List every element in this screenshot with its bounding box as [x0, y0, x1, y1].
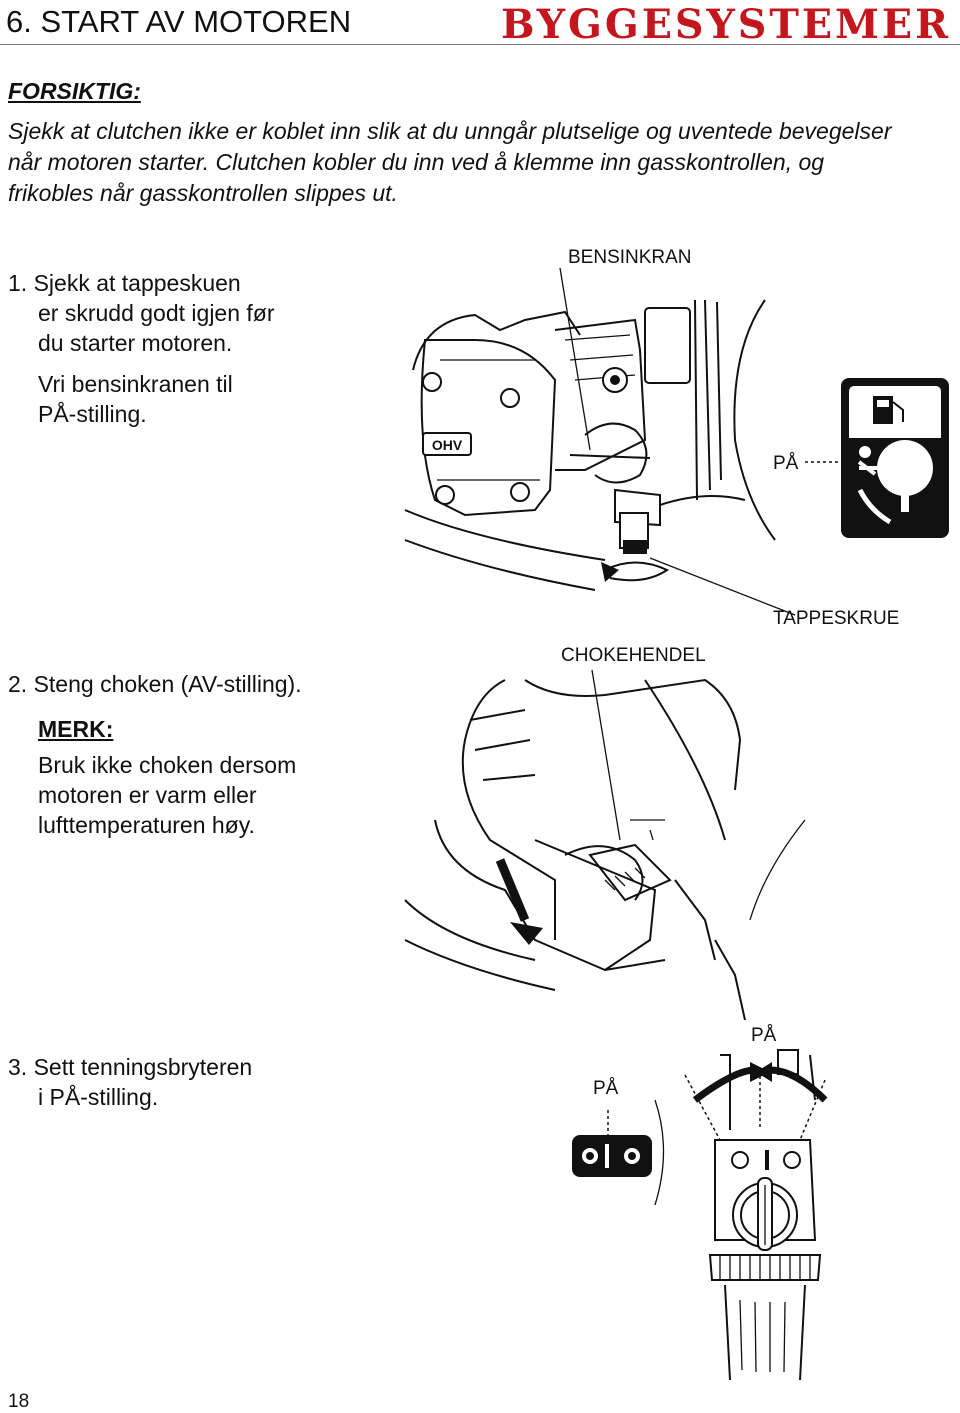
header-rule	[0, 44, 960, 45]
label-fuel-valve: BENSINKRAN	[568, 247, 692, 268]
choke-lever-illustration	[404, 669, 806, 1021]
label-on-top: PÅ	[751, 1025, 777, 1046]
ohv-badge: OHV	[432, 437, 463, 453]
step3-line2: i PÅ-stilling.	[38, 1084, 159, 1110]
label-drain-screw: TAPPESKRUE	[773, 608, 900, 629]
label-on-fuel: PÅ	[773, 453, 799, 474]
note-line3: lufttemperaturen høy.	[38, 812, 255, 838]
step1-line3: du starter motoren.	[38, 330, 233, 356]
label-choke-lever: CHOKEHENDEL	[561, 645, 706, 666]
note-heading: MERK:	[38, 716, 114, 742]
brand-logo: BYGGESYSTEMER	[501, 2, 951, 46]
step3-line1: 3. Sett tenningsbryteren	[8, 1054, 253, 1080]
step1-line2: er skrudd godt igjen før	[38, 300, 275, 326]
svg-text:BYGGESYSTEMER: BYGGESYSTEMER	[501, 2, 951, 46]
step2-line: 2. Steng choken (AV-stilling).	[8, 671, 302, 697]
step1-sub-line2: PÅ-stilling.	[38, 401, 147, 427]
note-line2: motoren er varm eller	[38, 782, 257, 808]
caution-heading: FORSIKTIG:	[8, 78, 141, 104]
step1-sub-line1: Vri bensinkranen til	[38, 371, 233, 397]
section-title: 6. START AV MOTOREN	[6, 4, 352, 39]
fuel-valve-illustration: OHV	[404, 267, 949, 616]
svg-text:OHV: OHV	[432, 437, 463, 453]
caution-text: Sjekk at clutchen ikke er koblet inn sli…	[8, 118, 892, 206]
ignition-switch-illustration	[572, 1049, 828, 1381]
label-on-left: PÅ	[593, 1078, 619, 1099]
step1-line1: 1. Sjekk at tappeskuen	[8, 270, 241, 296]
note-line1: Bruk ikke choken dersom	[38, 752, 297, 778]
page-number: 18	[8, 1391, 30, 1412]
